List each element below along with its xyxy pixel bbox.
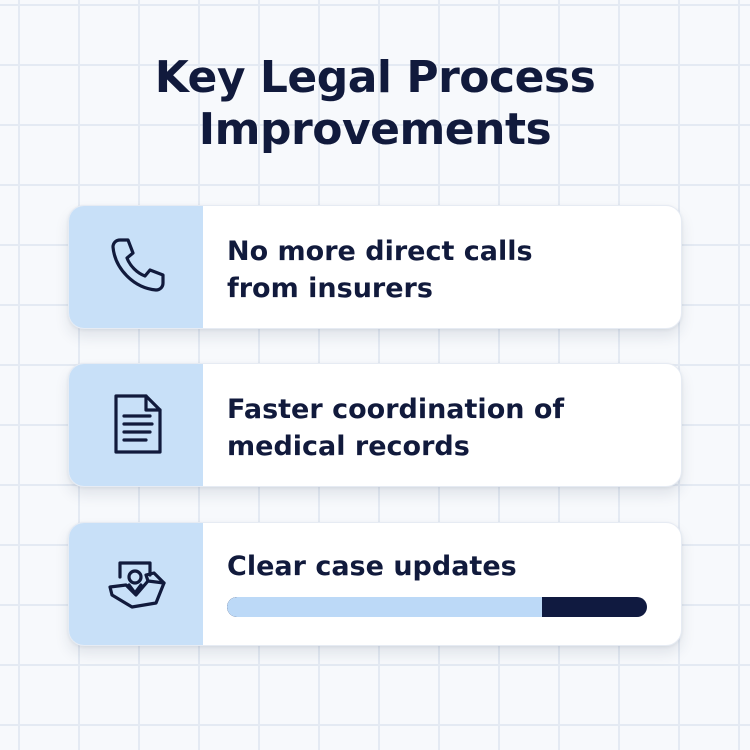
card-text: Clear case updates (227, 548, 657, 585)
document-icon (114, 394, 162, 454)
improvement-card-case-updates: Clear case updates (68, 522, 682, 646)
page-title-line-1: Key Legal Process (154, 52, 596, 103)
card-text: Faster coordination of medical records (227, 391, 657, 465)
card-text: No more direct calls from insurers (227, 233, 657, 307)
improvement-card-insurer-calls: No more direct calls from insurers (68, 205, 682, 329)
page-title: Key Legal Process Improvements (0, 52, 750, 156)
card-text-line: Faster coordination of (227, 394, 565, 425)
card-text-line: Clear case updates (227, 551, 517, 582)
card-text-line: No more direct calls (227, 236, 533, 267)
case-progress-bar (227, 597, 647, 617)
card-text-line: from insurers (227, 273, 433, 304)
card-icon-panel (69, 523, 203, 645)
phone-icon (111, 238, 165, 292)
case-progress-fill (227, 597, 542, 617)
page-title-line-2: Improvements (198, 104, 552, 155)
card-icon-panel (69, 364, 203, 486)
card-text-line: medical records (227, 431, 470, 462)
improvement-card-medical-records: Faster coordination of medical records (68, 363, 682, 487)
card-icon-panel (69, 206, 203, 328)
case-update-icon (108, 561, 166, 609)
